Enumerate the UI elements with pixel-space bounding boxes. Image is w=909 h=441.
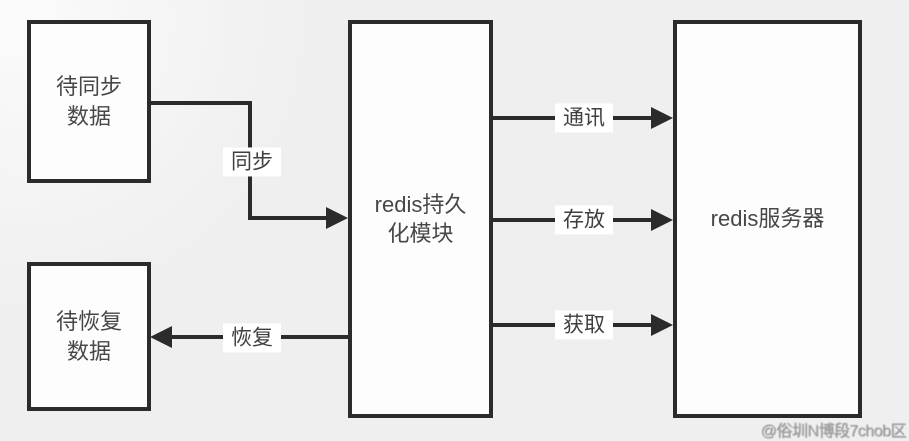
node-persistence-label: redis持久 化模块 [374,191,467,246]
node-pending-sync-label: 待同步 数据 [55,74,122,129]
comm-arrowhead-icon [651,107,673,129]
fetch-edge-label: 获取 [555,310,613,340]
sync-arrowhead-icon [326,207,348,229]
store-edge-label: 存放 [555,205,613,235]
node-redis-server: redis服务器 [673,20,862,418]
sync-edge-label: 同步 [223,147,281,177]
store-arrowhead-icon [651,209,673,231]
node-redis-persistence-module: redis持久 化模块 [348,20,493,418]
restore-arrowhead-icon [150,326,172,348]
sync-edge-segment-horizontal-top [150,101,252,105]
restore-edge-label: 恢复 [223,323,281,353]
comm-edge-label: 通讯 [555,103,613,133]
watermark-text: @俗圳N博段7chob区 [760,423,907,440]
node-pending-sync-data: 待同步 数据 [27,20,151,183]
sync-edge-segment-horizontal-bottom [248,216,330,220]
node-pending-restore-label: 待恢复 数据 [55,309,122,364]
fetch-arrowhead-icon [651,314,673,336]
node-server-label: redis服务器 [710,206,825,232]
node-pending-restore-data: 待恢复 数据 [27,262,151,411]
